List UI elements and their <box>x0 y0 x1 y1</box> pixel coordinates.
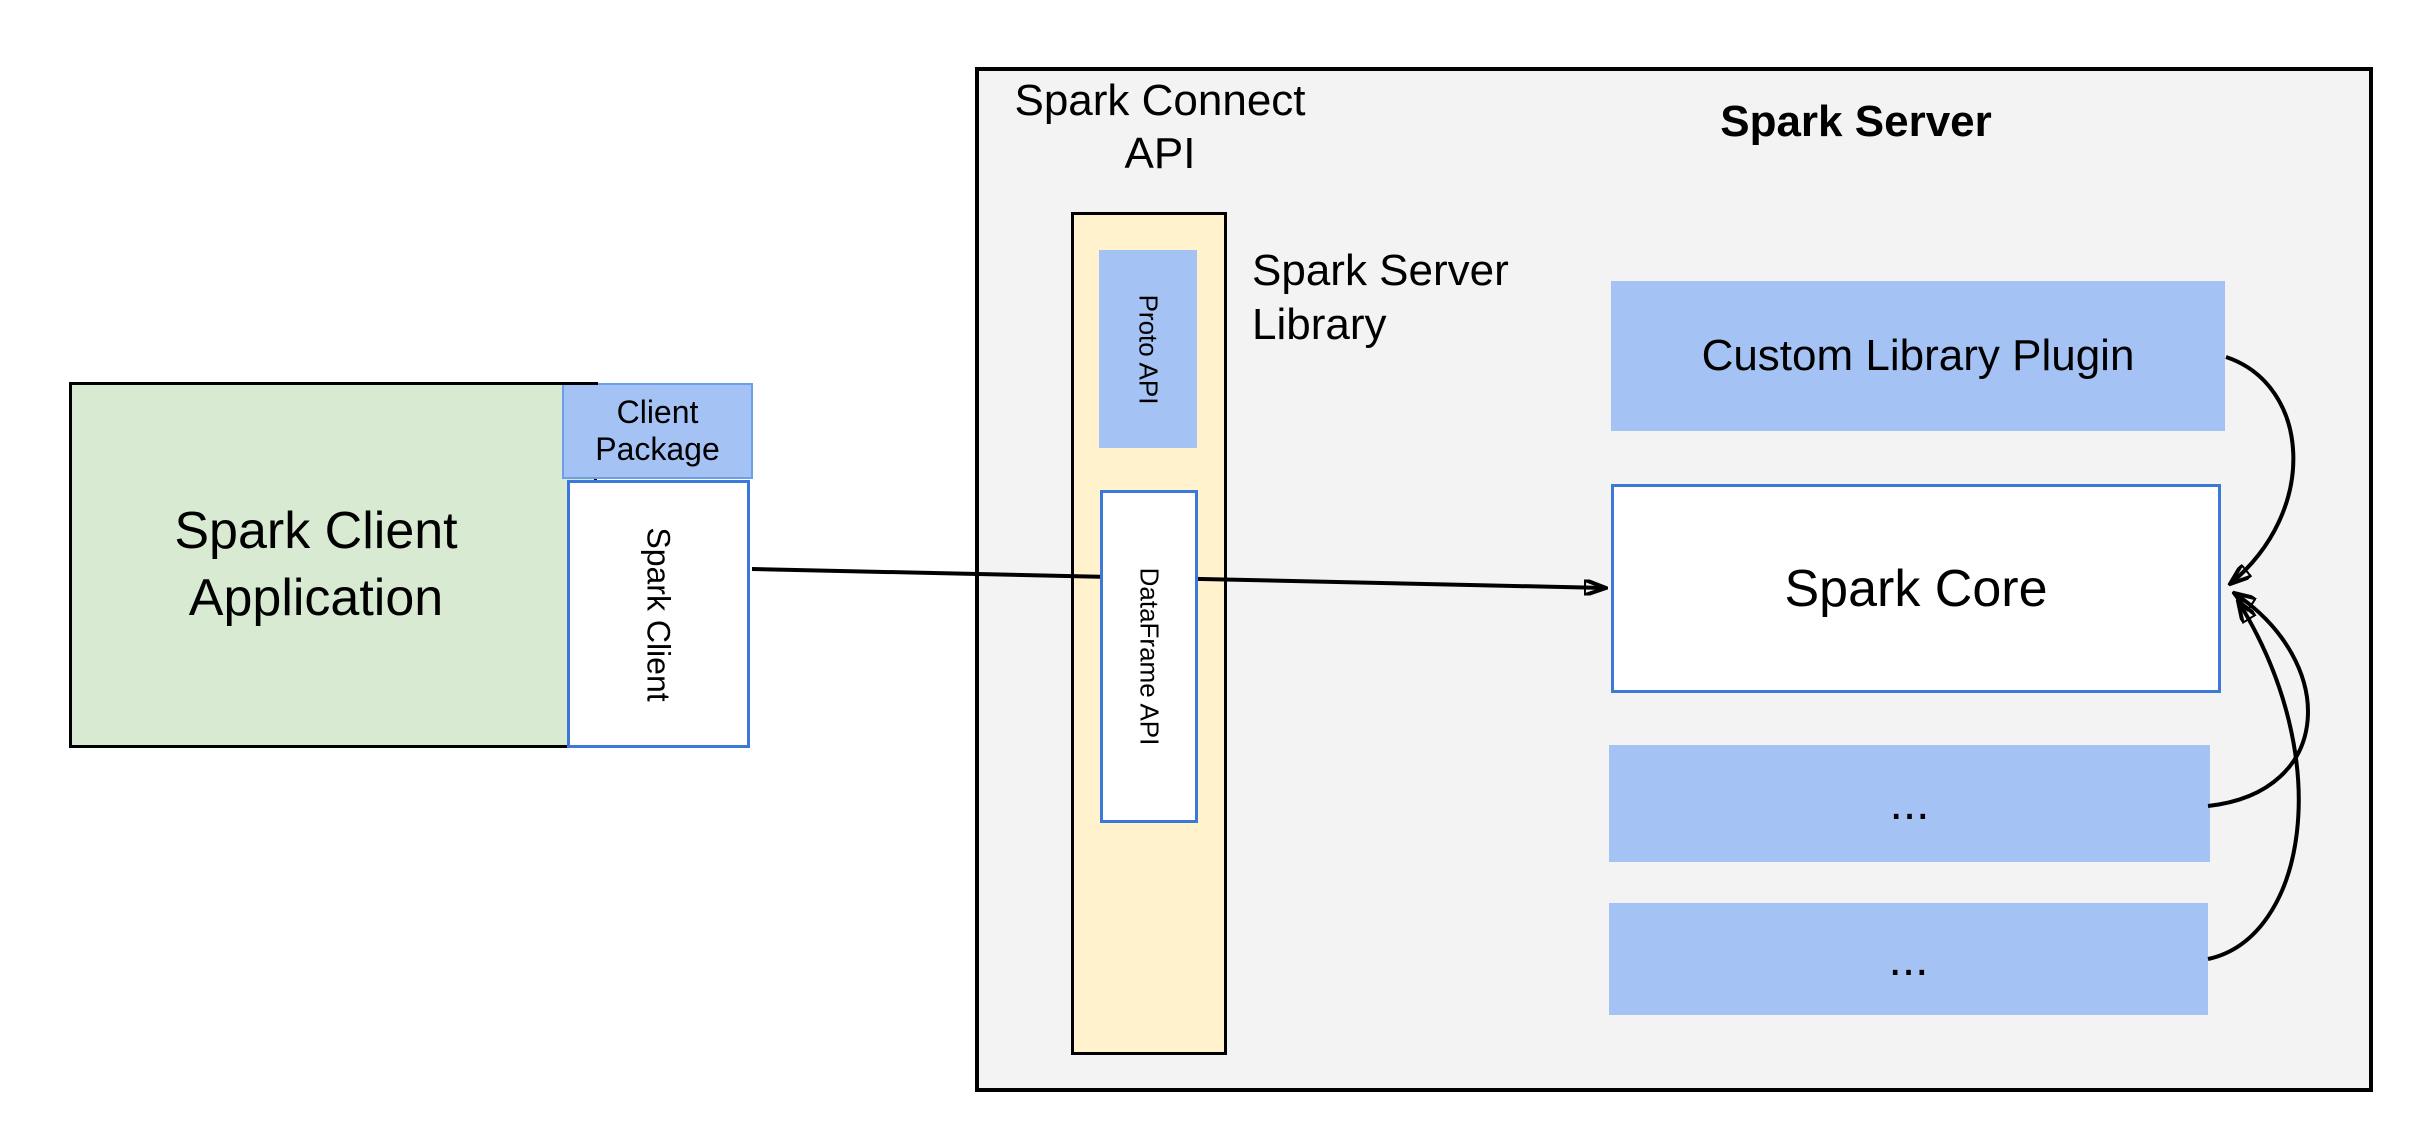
custom-library-plugin-label: Custom Library Plugin <box>1701 331 2135 380</box>
spark-core-label: Spark Core <box>1784 559 2048 618</box>
spark-connect-api-label: Spark Connect API <box>1014 76 1306 178</box>
custom-library-plugin-box: Custom Library Plugin <box>1611 281 2225 431</box>
plugin-placeholder-box-2: ... <box>1609 903 2208 1015</box>
spark-client-application-box <box>69 382 597 748</box>
green-box-border-overlap <box>562 382 598 385</box>
spark-client-label: Spark Client <box>640 526 677 702</box>
spark-server-library-label: Spark Server Library <box>1252 246 1509 349</box>
dataframe-api-box: DataFrame API <box>1100 490 1198 823</box>
spark-client-box: Spark Client <box>567 480 750 748</box>
ellipsis-label-1: ... <box>1889 777 1930 830</box>
ellipsis-label-2: ... <box>1888 932 1929 986</box>
client-package-label: Client Package <box>595 394 720 467</box>
proto-api-box: Proto API <box>1099 250 1197 448</box>
plugin-placeholder-box-1: ... <box>1609 745 2210 862</box>
spark-core-box: Spark Core <box>1611 484 2221 693</box>
dataframe-api-label: DataFrame API <box>1134 567 1165 746</box>
client-package-box: Client Package <box>562 383 753 479</box>
spark-server-title: Spark Server <box>1720 97 1992 146</box>
proto-api-label: Proto API <box>1133 294 1164 404</box>
spark-client-application-label: Spark Client Application <box>174 502 458 627</box>
